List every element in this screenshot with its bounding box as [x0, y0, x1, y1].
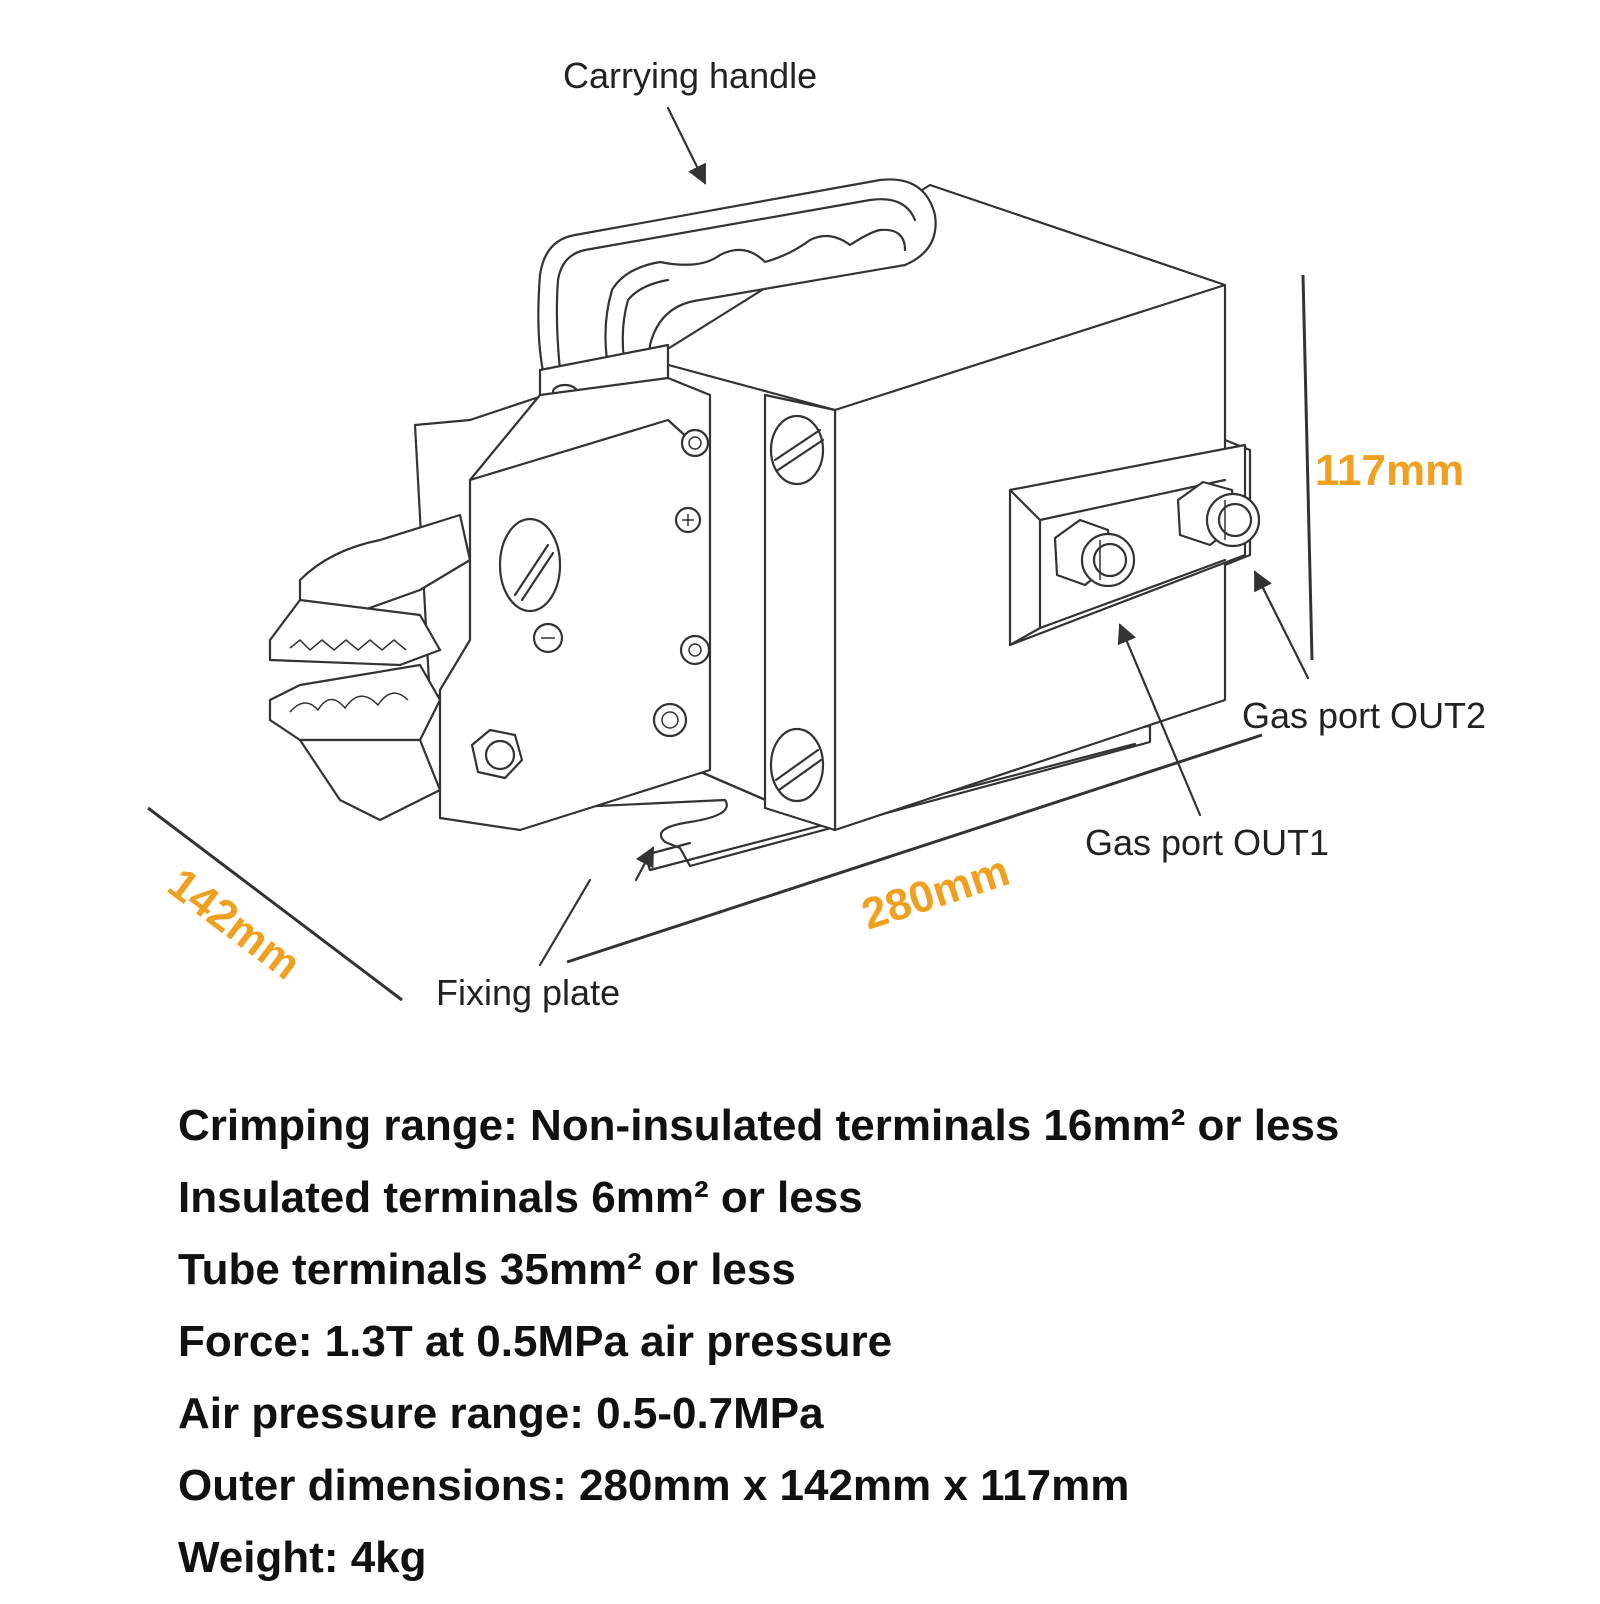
front-plate: [763, 393, 837, 832]
spec-force: Force: 1.3T at 0.5MPa air pressure: [178, 1317, 893, 1366]
carrying-handle-arrow: [666, 106, 707, 185]
carrying-handle-label: Carrying handle: [563, 55, 817, 96]
spec-crimping-range: Crimping range: Non-insulated terminals …: [178, 1101, 1340, 1150]
spec-outer-dimensions: Outer dimensions: 280mm x 142mm x 117mm: [178, 1461, 1130, 1510]
gas-port-out2-arrow: [1253, 570, 1310, 680]
gas-port-out1-label: Gas port OUT1: [1085, 822, 1329, 863]
height-dimension-label: 117mm: [1315, 446, 1464, 495]
gas-port-out2-label: Gas port OUT2: [1242, 695, 1486, 736]
gas-port-out2-fitting: [1176, 480, 1261, 548]
width-dimension-line: [147, 806, 403, 1002]
width-dimension-label: 142mm: [159, 859, 310, 989]
crimper-diagram: Carrying handle Gas port OUT2 Gas port O…: [147, 55, 1486, 1013]
gas-port-out1-fitting: [1053, 518, 1136, 588]
crimping-head: [268, 343, 712, 832]
length-dimension-line: [566, 733, 1263, 964]
spec-tube-terminals: Tube terminals 35mm² or less: [178, 1245, 796, 1294]
fixing-plate-leader: [538, 878, 592, 967]
spec-insulated-terminals: Insulated terminals 6mm² or less: [178, 1173, 863, 1222]
slot-screw-top: [769, 414, 825, 486]
carrying-handle-shape: [537, 178, 937, 382]
machine-body: [268, 178, 1261, 872]
gas-port-out1-arrow: [1117, 623, 1202, 817]
spec-weight: Weight: 4kg: [178, 1533, 427, 1582]
height-dimension-line: [1301, 274, 1314, 661]
fixing-plate-label: Fixing plate: [436, 972, 620, 1013]
spec-list: Crimping range: Non-insulated terminals …: [178, 1100, 1339, 1604]
slot-screw-bottom: [769, 727, 825, 803]
spec-air-pressure-range: Air pressure range: 0.5-0.7MPa: [178, 1389, 824, 1438]
fixing-plate-arrow: [634, 846, 655, 882]
